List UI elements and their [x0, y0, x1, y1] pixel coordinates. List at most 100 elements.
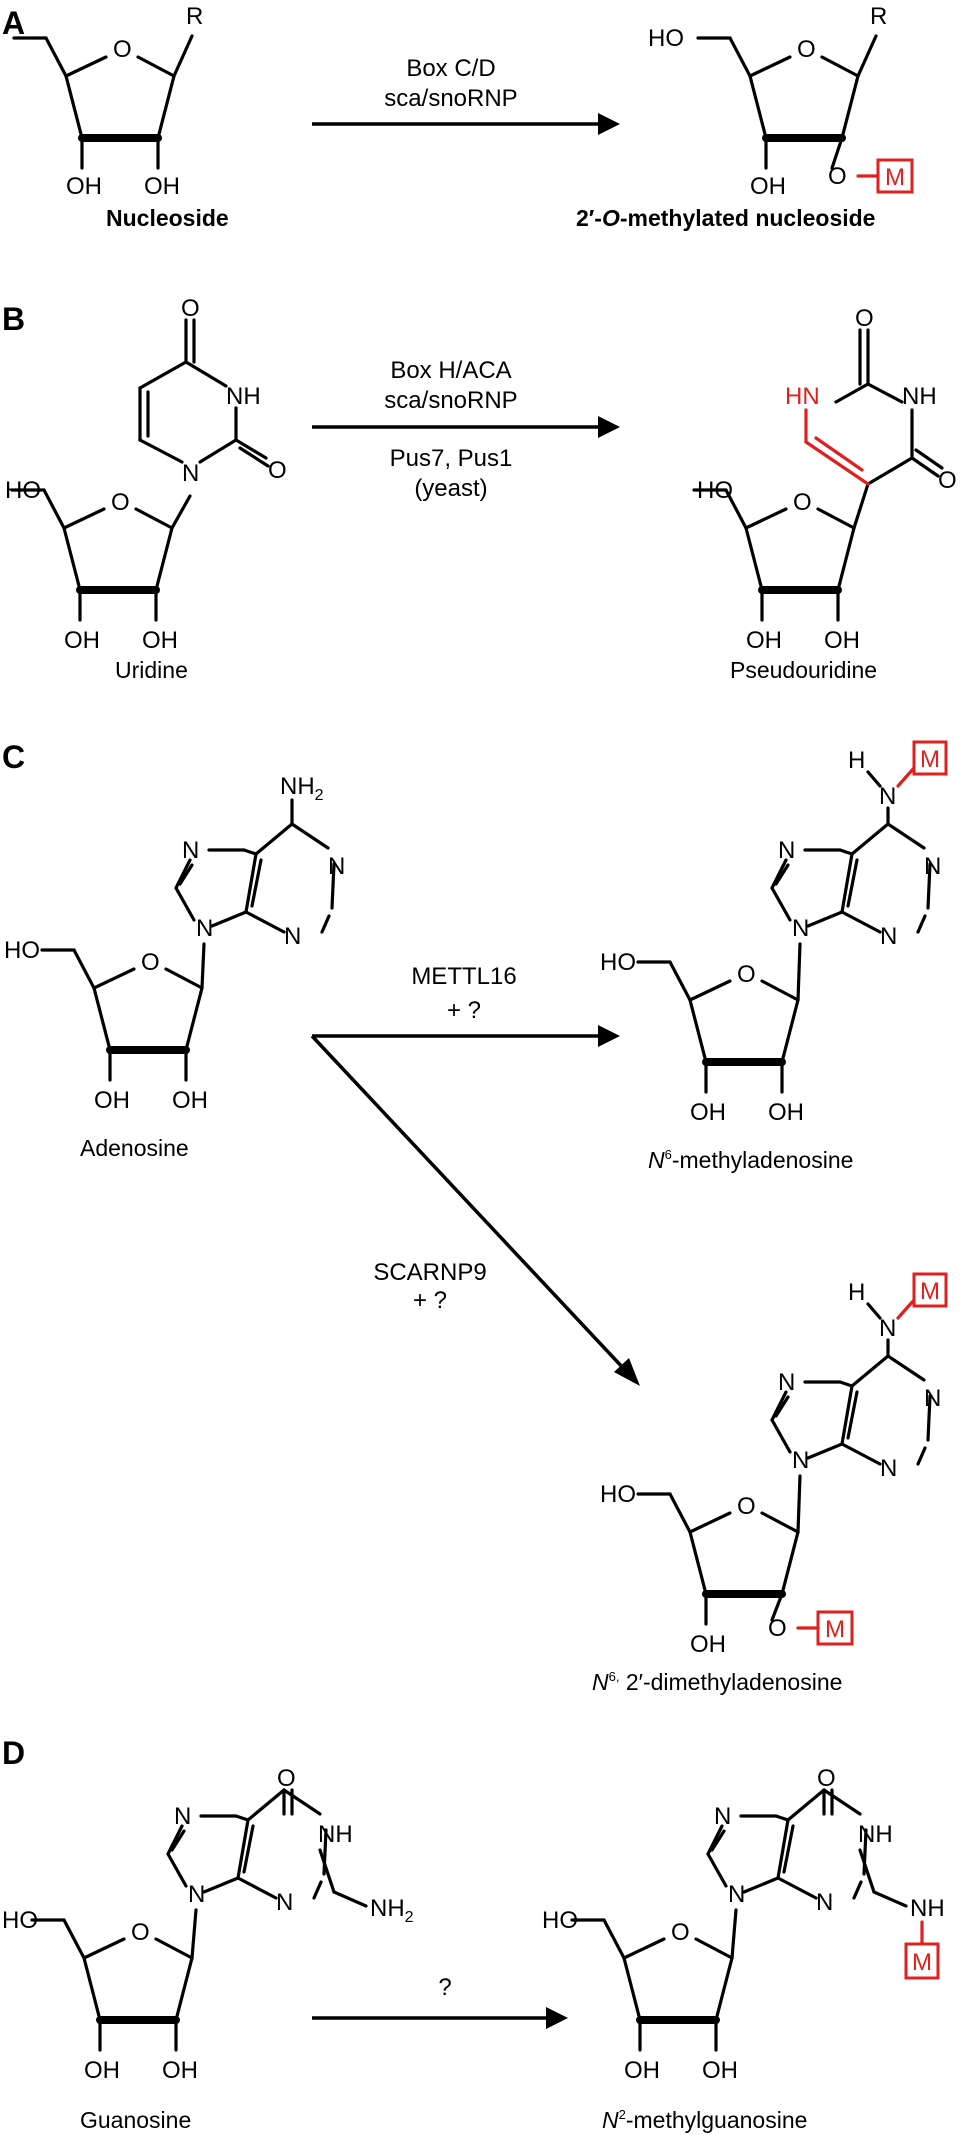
nitrogen-n9: N [728, 1881, 745, 1908]
methyl-label: M [885, 164, 905, 191]
panel-label-c: C [2, 739, 25, 775]
panel-c: C O HO OH OH N N N N NH2 Adenosine METT [2, 739, 948, 1695]
hydroxyl-2prime: OH [702, 2057, 738, 2084]
nitrogen-n9: N [196, 915, 213, 942]
methylated-nucleoside-caption: 2′-O-methylated nucleoside [576, 205, 875, 231]
carbonyl-oxygen-c4: O [181, 295, 200, 322]
nitrogen-n3: N [880, 923, 897, 950]
base-r-group: R [870, 3, 887, 30]
nitrogen-n9: N [792, 915, 809, 942]
nitrogen-n7: N [778, 837, 795, 864]
panel-label-a: A [2, 5, 25, 41]
enzyme-scarnp9: SCARNP9 [373, 1259, 486, 1286]
nitrogen-n7: N [182, 837, 199, 864]
hydroxyl-3prime: OH [94, 1087, 130, 1114]
n6-2prime-dimethyladenosine-caption: N6, 2′-dimethyladenosine [592, 1669, 842, 1695]
methyl-label: M [912, 1949, 932, 1976]
n2-methylguanosine-structure: M O HO OH OH N N NH N O NH [542, 1765, 945, 2084]
hydroxyl-3prime: OH [746, 627, 782, 654]
reaction-arrow-c2 [310, 1034, 640, 1386]
methyl-label: M [920, 746, 940, 773]
hydroxyl-5prime: HO [542, 1907, 578, 1934]
carbonyl-oxygen-c6: O [277, 1765, 296, 1792]
nitrogen-n7: N [174, 1803, 191, 1830]
carbonyl-oxygen-c6: O [817, 1765, 836, 1792]
adenosine-caption: Adenosine [80, 1135, 189, 1161]
nitrogen-n3: N [276, 1889, 293, 1916]
hydroxyl-3prime: OH [64, 627, 100, 654]
nitrogen-n1-hn: HN [785, 383, 820, 410]
ring-oxygen: O [671, 1919, 690, 1946]
methyl-box [904, 1942, 940, 1980]
nitrogen-n3: N [880, 1455, 897, 1482]
methyl-box [876, 158, 914, 194]
hydroxyl-5prime: HO [600, 949, 636, 976]
hydroxyl-5prime: HO [2, 1907, 38, 1934]
hydroxyl-3prime: OH [66, 173, 102, 200]
nitrogen-n9: N [188, 1881, 205, 1908]
hydroxyl-3prime: OH [690, 1099, 726, 1126]
hydroxyl-5prime: HO [697, 477, 733, 504]
reaction-arrow-d [312, 2007, 568, 2029]
nitrogen-n1: N [182, 460, 199, 487]
reaction-arrow-a [312, 113, 620, 135]
reaction-arrow-c1 [312, 1025, 620, 1047]
base-r-group: R [186, 3, 203, 30]
panel-d: D O HO OH OH N N NH N O NH2 Guanosine [2, 1735, 945, 2133]
nitrogen-n6: N [879, 783, 896, 810]
hydrogen-n6: H [848, 1279, 865, 1306]
enzyme-unknown-c2: + ? [413, 1287, 447, 1314]
enzyme-sca-snornp-b: sca/snoRNP [384, 387, 517, 414]
nitrogen-n3: N [284, 923, 301, 950]
nitrogen-n1: NH [318, 1821, 353, 1848]
ring-oxygen: O [737, 961, 756, 988]
enzyme-mettl16: METTL16 [411, 963, 516, 990]
nitrogen-n1: N [924, 853, 941, 880]
pseudouridine-caption: Pseudouridine [730, 657, 877, 683]
hydroxyl-2prime: OH [144, 173, 180, 200]
carbonyl-oxygen-c2: O [268, 457, 287, 484]
nitrogen-n1: N [328, 853, 345, 880]
enzyme-box-cd: Box C/D [406, 55, 495, 82]
panel-label-b: B [2, 301, 25, 337]
nucleoside-caption: Nucleoside [106, 205, 229, 231]
hydroxyl-2prime: OH [142, 627, 178, 654]
methyl-box-2prime [816, 1610, 854, 1646]
ring-oxygen: O [737, 1493, 756, 1520]
panel-b: B O HO OH OH N O NH O [2, 295, 957, 683]
oxygen-2prime: O [828, 163, 847, 190]
n6-2prime-dimethyladenosine-structure: M O HO OH O N N N N N H M [600, 1272, 948, 1658]
amino-group: NH2 [370, 1895, 414, 1926]
enzyme-yeast-note: (yeast) [414, 475, 487, 502]
hydroxyl-2prime: OH [824, 627, 860, 654]
methylated-nucleoside-structure: O HO OH O M R [648, 3, 914, 200]
nucleoside-structure: O HO OH OH R [0, 3, 203, 200]
enzyme-pus7-pus1: Pus7, Pus1 [390, 445, 513, 472]
reaction-arrow-b [312, 416, 620, 438]
hydroxyl-3prime: OH [624, 2057, 660, 2084]
nitrogen-n3: NH [902, 383, 937, 410]
guanosine-caption: Guanosine [80, 2107, 191, 2133]
ring-oxygen: O [113, 36, 132, 63]
amino-n2: NH [910, 1895, 945, 1922]
hydrogen-n6: H [848, 747, 865, 774]
nitrogen-n3: NH [226, 383, 261, 410]
hydroxyl-5prime: HO [648, 25, 684, 52]
carbonyl-oxygen-c4: O [938, 467, 957, 494]
hydroxyl-3prime: OH [84, 2057, 120, 2084]
guanosine-structure: O HO OH OH N N NH N O NH2 [2, 1765, 414, 2084]
nitrogen-n1: N [924, 1385, 941, 1412]
hydroxyl-3prime: OH [690, 1631, 726, 1658]
nitrogen-n3: N [816, 1889, 833, 1916]
enzyme-sca-snornp-a: sca/snoRNP [384, 85, 517, 112]
ring-oxygen: O [793, 489, 812, 516]
n6-methyladenosine-caption: N6-methyladenosine [648, 1147, 853, 1173]
ring-oxygen: O [111, 489, 130, 516]
hydroxyl-2prime: OH [768, 1099, 804, 1126]
methyl-label-2prime: M [825, 1616, 845, 1643]
enzyme-unknown-d: ? [438, 1974, 451, 2001]
hydroxyl-5prime: HO [5, 477, 41, 504]
nitrogen-n1: NH [858, 1821, 893, 1848]
panel-label-d: D [2, 1735, 25, 1771]
